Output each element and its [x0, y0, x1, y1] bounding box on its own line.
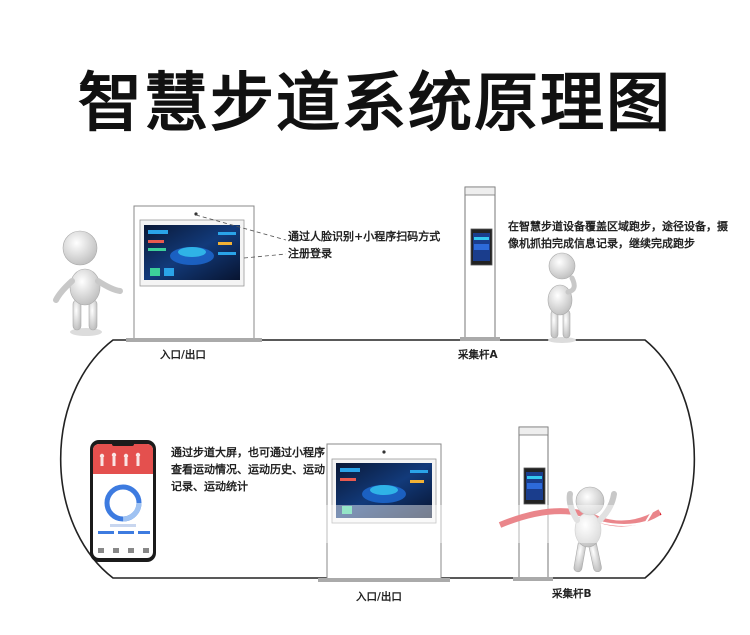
- track-loop: [59, 339, 696, 579]
- watermark: [300, 505, 660, 543]
- collection-pole-a: [460, 186, 500, 341]
- label-pole-a: 采集杆A: [458, 349, 498, 361]
- label-entrance-top: 入口/出口: [160, 349, 206, 361]
- entrance-screen-top: [126, 205, 262, 342]
- annotation-phone-app: 通过步道大屏，也可通过小程序查看运动情况、运动历史、运动记录、运动统计: [171, 446, 325, 493]
- label-entrance-bottom: 入口/出口: [356, 591, 402, 603]
- label-pole-b: 采集杆B: [552, 588, 592, 600]
- smartphone-app: [90, 440, 156, 562]
- page-title: 智慧步道系统原理图: [78, 67, 672, 141]
- collection-pole-b: [513, 426, 553, 581]
- figure-thinking: [547, 252, 577, 343]
- annotation-pole-a: 在智慧步道设备覆盖区域跑步，途径设备，摄像机抓拍完成信息记录，继续完成跑步: [508, 220, 728, 250]
- figure-welcoming: [53, 230, 123, 336]
- annotation-entrance-screen: 通过人脸识别+小程序扫码方式注册登录: [288, 230, 441, 260]
- entrance-screen-bottom: [318, 443, 450, 582]
- figure-finish-runner: [498, 486, 662, 573]
